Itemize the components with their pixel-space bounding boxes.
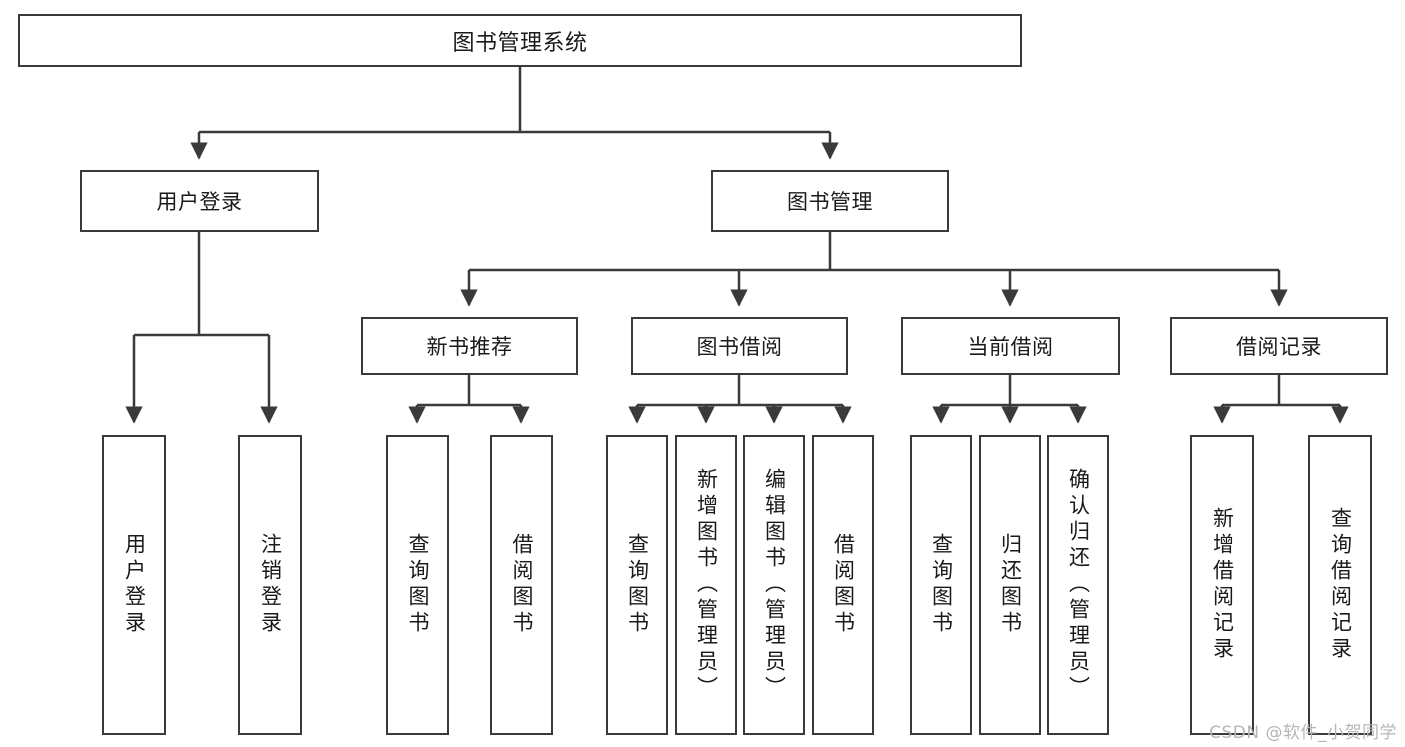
- leaf-recommend-query-book[interactable]: 查询图书: [386, 435, 449, 735]
- node-new-book-recommend-label: 新书推荐: [426, 335, 513, 359]
- watermark: CSDN @软件_小贺同学: [1209, 723, 1397, 743]
- node-root-label: 图书管理系统: [452, 30, 588, 56]
- leaf-user-login[interactable]: 用户登录: [102, 435, 166, 735]
- leaf-recommend-borrow-book[interactable]: 借阅图书: [490, 435, 553, 735]
- leaf-current-return-book[interactable]: 归还图书: [979, 435, 1041, 735]
- leaf-record-query[interactable]: 查询借阅记录: [1308, 435, 1372, 735]
- leaf-current-confirm-return-label: 确认归还（管理员）: [1066, 468, 1091, 702]
- node-borrow-record-label: 借阅记录: [1236, 335, 1322, 359]
- node-book-borrow[interactable]: 图书借阅: [631, 317, 848, 375]
- leaf-record-add[interactable]: 新增借阅记录: [1190, 435, 1254, 735]
- node-user-login-label: 用户登录: [156, 190, 243, 214]
- leaf-current-confirm-return[interactable]: 确认归还（管理员）: [1047, 435, 1109, 735]
- leaf-borrow-add-book-label: 新增图书（管理员）: [694, 468, 719, 702]
- leaf-record-query-label: 查询借阅记录: [1328, 507, 1353, 663]
- leaf-borrow-borrow-book-label: 借阅图书: [831, 533, 856, 637]
- leaf-recommend-query-book-label: 查询图书: [406, 533, 430, 637]
- leaf-borrow-query-book[interactable]: 查询图书: [606, 435, 668, 735]
- leaf-current-return-book-label: 归还图书: [998, 533, 1023, 637]
- leaf-borrow-borrow-book[interactable]: 借阅图书: [812, 435, 874, 735]
- leaf-record-add-label: 新增借阅记录: [1210, 507, 1235, 663]
- leaf-borrow-query-book-label: 查询图书: [625, 533, 650, 637]
- node-book-management-label: 图书管理: [787, 190, 873, 214]
- leaf-borrow-edit-book-label: 编辑图书（管理员）: [762, 468, 787, 702]
- node-root[interactable]: 图书管理系统: [18, 14, 1022, 67]
- node-current-borrow-label: 当前借阅: [967, 335, 1054, 359]
- leaf-current-query-book-label: 查询图书: [929, 533, 954, 637]
- leaf-borrow-edit-book[interactable]: 编辑图书（管理员）: [743, 435, 805, 735]
- leaf-user-login-label: 用户登录: [122, 533, 147, 637]
- node-new-book-recommend[interactable]: 新书推荐: [361, 317, 578, 375]
- node-book-management[interactable]: 图书管理: [711, 170, 949, 232]
- leaf-recommend-borrow-book-label: 借阅图书: [510, 533, 534, 637]
- leaf-user-logout[interactable]: 注销登录: [238, 435, 302, 735]
- leaf-current-query-book[interactable]: 查询图书: [910, 435, 972, 735]
- node-borrow-record[interactable]: 借阅记录: [1170, 317, 1388, 375]
- leaf-borrow-add-book[interactable]: 新增图书（管理员）: [675, 435, 737, 735]
- node-current-borrow[interactable]: 当前借阅: [901, 317, 1120, 375]
- node-user-login[interactable]: 用户登录: [80, 170, 319, 232]
- node-book-borrow-label: 图书借阅: [696, 335, 783, 359]
- leaf-user-logout-label: 注销登录: [258, 533, 283, 637]
